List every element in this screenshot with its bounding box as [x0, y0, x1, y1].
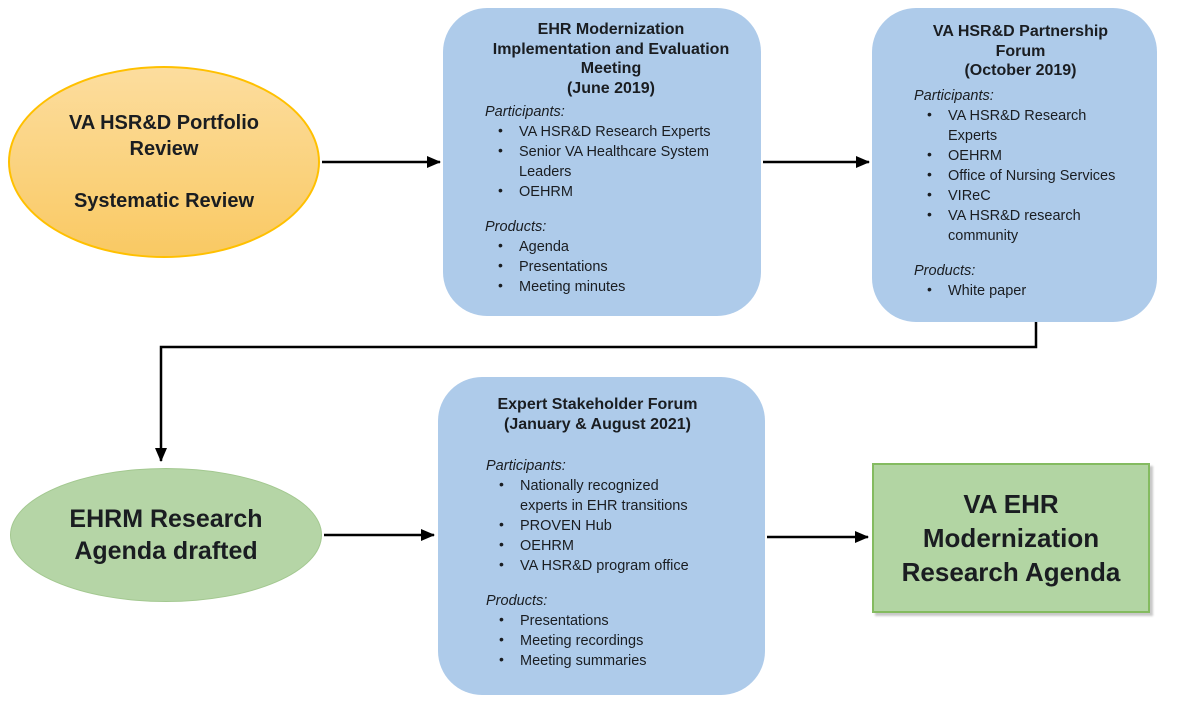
products-label: Products: [485, 219, 547, 236]
products-list: White paper [914, 280, 1127, 301]
list-item: OEHRM [486, 535, 709, 556]
list-item: PROVEN Hub [486, 515, 709, 536]
list-item: Office of Nursing Services [914, 165, 1127, 186]
list-item: White paper [914, 280, 1127, 301]
research-agenda-node: VA EHR Modernization Research Agenda [872, 463, 1150, 613]
research-agenda-label: VA EHR Modernization Research Agenda [901, 488, 1121, 588]
node-title: EHR Modernization Implementation and Eva… [485, 20, 737, 98]
list-item: Meeting recordings [486, 630, 709, 651]
node-date: (January & August 2021) [503, 415, 691, 433]
portfolio-review-label: VA HSR&D Portfolio Review [69, 112, 259, 160]
partnership-forum-node: VA HSR&D Partnership Forum (October 2019… [872, 8, 1157, 322]
list-item: VA HSR&D research community [914, 205, 1127, 246]
list-item: OEHRM [914, 145, 1127, 166]
products-label: Products: [914, 262, 976, 279]
stakeholder-forum-node: Expert Stakeholder Forum (January & Augu… [438, 377, 765, 695]
participants-label: Participants: [485, 104, 565, 121]
agenda-drafted-node: EHRM Research Agenda drafted [10, 468, 322, 602]
list-item: VIReC [914, 185, 1127, 206]
participants-label: Participants: [486, 458, 566, 475]
participants-list: VA HSR&D Research Experts Senior VA Heal… [485, 121, 737, 202]
node-title: Expert Stakeholder Forum (January & Augu… [486, 395, 709, 434]
list-item: Presentations [486, 610, 709, 631]
list-item: OEHRM [485, 181, 737, 202]
participants-list: Nationally recognized experts in EHR tra… [486, 475, 709, 576]
list-item: VA HSR&D Research Experts [914, 105, 1127, 146]
products-list: Agenda Presentations Meeting minutes [485, 236, 737, 297]
list-item: Meeting minutes [485, 276, 737, 297]
node-date: (October 2019) [964, 62, 1077, 80]
portfolio-review-node: VA HSR&D Portfolio Review Systematic Rev… [8, 66, 320, 258]
participants-label: Participants: [914, 87, 994, 104]
list-item: Agenda [485, 236, 737, 257]
node-title-text: EHR Modernization Implementation and Eva… [492, 21, 730, 78]
list-item: Senior VA Healthcare System Leaders [485, 141, 737, 182]
node-title-text: VA HSR&D Partnership Forum [932, 23, 1109, 60]
list-item: Meeting summaries [486, 650, 709, 671]
products-list: Presentations Meeting recordings Meeting… [486, 610, 709, 671]
participants-list: VA HSR&D Research Experts OEHRM Office o… [914, 105, 1127, 246]
node-title-text: Expert Stakeholder Forum [497, 396, 698, 413]
implementation-meeting-node: EHR Modernization Implementation and Eva… [443, 8, 761, 316]
systematic-review-label: Systematic Review [73, 190, 255, 212]
node-title: VA HSR&D Partnership Forum (October 2019… [915, 22, 1127, 81]
list-item: VA HSR&D program office [486, 555, 709, 576]
products-label: Products: [486, 593, 548, 610]
list-item: Presentations [485, 256, 737, 277]
list-item: VA HSR&D Research Experts [485, 121, 737, 142]
list-item: Nationally recognized experts in EHR tra… [486, 475, 709, 516]
node-date: (June 2019) [566, 79, 656, 97]
agenda-drafted-label: EHRM Research Agenda drafted [69, 504, 263, 566]
